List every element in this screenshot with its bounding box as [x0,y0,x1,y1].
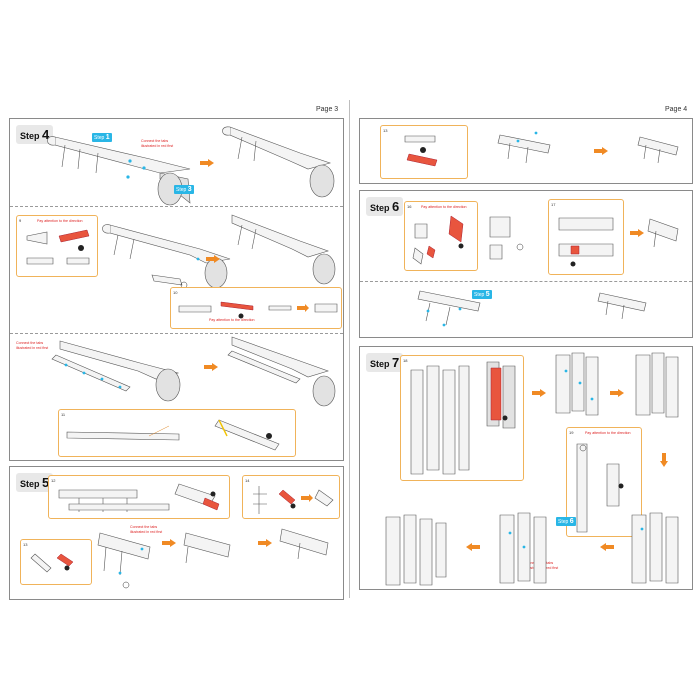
part-17-detail: 17 [548,199,624,275]
trumpet-assembly-c [51,340,181,402]
assembly-step-5-continued [497,131,679,164]
part-10-detail: 10 Pay attention to the direction [170,287,342,329]
part-12-drawing [58,483,220,512]
note-connect-tabs: Connect the tabs illustrated in red firs… [141,139,174,148]
part-12-detail: 12 [48,475,230,519]
trumpet-assembly-a [47,136,191,206]
assembly-step-6-b [417,290,647,327]
part-16-drawing [412,215,464,265]
step-1-callout: Step 1 [92,133,112,142]
part-13-drawing [404,135,438,167]
note-direction: Pay attention to the direction [37,219,83,223]
assembly-step-6 [489,216,524,260]
step-6-callout: Step 6 [556,517,576,526]
prev-arrow [600,543,614,551]
step-3-callout: Step 3 [174,185,194,194]
divider [10,206,343,207]
part-number: 11 [61,412,66,417]
part-19-detail: 19 Pay attention to the direction [566,427,642,537]
step-5-callout: Step 5 [472,290,492,299]
part-13-drawing [30,553,74,573]
divider [360,281,692,282]
part-13-detail: 13 [380,125,468,179]
note-connect-tabs: Connect the tabs illustrated in red firs… [130,525,163,534]
step-6-panel: Step 6 16 Pay attention to the direction… [359,190,693,338]
part-number: 13 [23,542,28,547]
next-arrow [610,389,624,397]
step-4-label: Step 4 [16,125,54,144]
part-17-drawing [558,217,614,267]
part-16-detail: 16 Pay attention to the direction [404,201,478,271]
part-14-drawing [253,486,334,514]
assembly-step-7-b [635,352,679,418]
part-number: 12 [51,478,56,483]
next-arrow [206,255,220,263]
step-5-panel: Step 5 12 14 13 [9,466,344,600]
assembly-step-5 [97,528,329,589]
part-11-detail: 11 [58,409,296,457]
note-direction: Pay attention to the direction [585,431,631,435]
next-arrow [532,389,546,397]
step-7-label: Step 7 [366,353,404,372]
part-18-detail: 18 [400,355,524,481]
trumpet-assembly-a-result [222,126,335,198]
trumpet-assembly-b [102,224,231,289]
page-number: Page 4 [665,106,688,113]
page-4: Page 4 13 Step 6 16 Pay attention to the… [350,0,700,700]
part-10-drawing [178,301,338,319]
assembly-step-7-d [499,512,547,584]
trumpet-assembly-c-result [227,336,336,407]
part-9-drawing [26,229,90,265]
next-arrow [258,539,272,547]
part-11-drawing [66,419,280,451]
part-number: 18 [403,358,408,363]
part-number: 13 [383,128,388,133]
part-number: 19 [569,430,574,435]
note-connect-tabs: Connect the tabs illustrated in red firs… [16,341,49,350]
note-direction: Pay attention to the direction [209,318,255,322]
down-arrow [660,453,668,467]
assembly-step-7-c [631,512,679,584]
step-5-label: Step 5 [16,473,54,492]
part-number: 17 [551,202,556,207]
step-7-panel: Step 7 18 [359,346,693,590]
part-number: 14 [245,478,250,483]
step-4-panel: Step 4 Step 1 Step 3 Connect the tabs il… [9,118,344,461]
part-17-result [647,218,679,248]
next-arrow [630,229,644,237]
part-number: 16 [407,204,412,209]
part-number: 9 [19,218,22,223]
step-5-continued-panel: 13 [359,118,693,184]
next-arrow [594,147,608,155]
assembly-step-7-a [555,352,599,416]
step-6-label: Step 6 [366,197,404,216]
part-18-drawing [410,361,516,475]
prev-arrow [466,543,480,551]
note-direction: Pay attention to the direction [421,205,467,209]
part-9-detail: 9 Pay attention to the direction [16,215,98,277]
trumpet-assembly-b-result [231,214,336,285]
part-19-drawing [576,443,624,533]
part-13-detail: 13 [20,539,92,585]
part-number: 10 [173,290,178,295]
page-3: Page 3 Step 4 Step 1 Step 3 Connect the … [9,106,344,600]
page-divider [349,100,350,598]
next-arrow [162,539,176,547]
divider [10,333,343,334]
part-14-detail: 14 [242,475,340,519]
next-arrow [204,363,218,371]
page-number: Page 3 [316,106,339,113]
assembly-step-7-final [385,514,447,586]
next-arrow [200,159,214,167]
